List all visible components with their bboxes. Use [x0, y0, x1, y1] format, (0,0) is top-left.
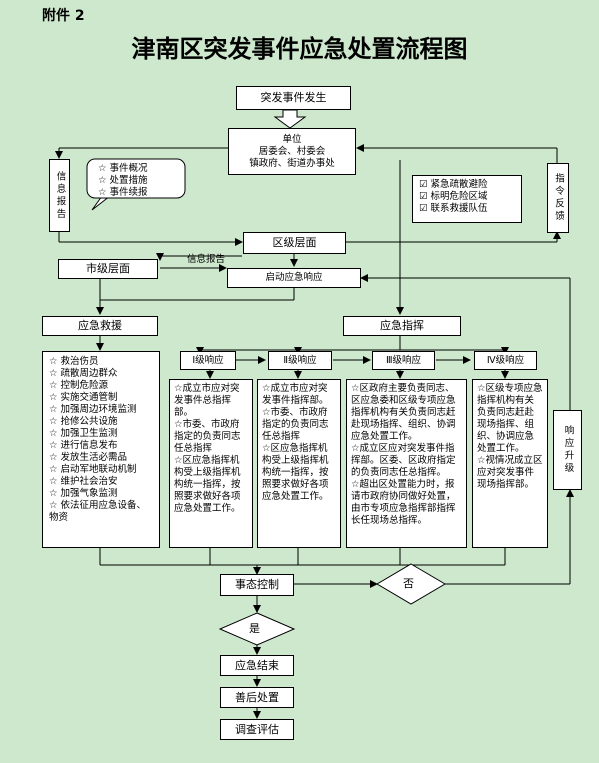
- yes-diamond: [218, 612, 296, 646]
- level-1-label: Ⅰ级响应: [180, 351, 236, 370]
- info-report-left-text: 信息报告: [54, 170, 66, 221]
- rescue-item: 加强卫生监测: [49, 428, 153, 440]
- hollow-arrow: [273, 109, 307, 129]
- start-response-box: 启动应急响应: [227, 268, 361, 288]
- measure-item: 联系救援队伍: [419, 203, 515, 215]
- rescue-item: 救治伤员: [49, 356, 153, 368]
- unit-line: 居委会、村委会: [258, 145, 326, 157]
- measure-item: 标明危险区域: [419, 191, 515, 203]
- no-label: 否: [403, 577, 414, 590]
- yes-label: 是: [249, 622, 260, 635]
- rescue-item: 维护社会治安: [49, 476, 153, 488]
- city-level-box: 市级层面: [58, 259, 158, 279]
- measures-box: 紧急疏散避险 标明危险区域 联系救援队伍: [412, 175, 522, 223]
- rescue-item: 依法征用应急设备、物资: [49, 500, 153, 524]
- report-item: 处置措施: [98, 175, 148, 187]
- page-title: 津南区突发事件应急处置流程图: [131, 34, 468, 63]
- rescue-item: 发放生活必需品: [49, 452, 153, 464]
- attachment-label: 附件 2: [42, 8, 85, 24]
- rescue-item: 抢修公共设施: [49, 416, 153, 428]
- no-diamond: [376, 563, 446, 605]
- aftermath-box: 善后处置: [220, 687, 294, 708]
- level-3-box: ☆区政府主要负责同志、区应急委和区级专项应急指挥机构有关负责同志赶赴现场指挥、组…: [346, 379, 467, 548]
- investigation-box: 调查评估: [220, 719, 294, 740]
- report-item: 事件概况: [98, 163, 148, 175]
- level-4-box: ☆区级专项应急指挥机构有关负责同志赶赴现场指挥、组织、协调应急处置工作。 ☆视情…: [472, 379, 548, 548]
- level-2-label: Ⅱ级响应: [268, 351, 332, 370]
- level-4-label: Ⅳ级响应: [474, 351, 537, 370]
- rescue-item: 启动军地联动机制: [49, 464, 153, 476]
- command-feedback-text: 指令反馈: [553, 173, 564, 223]
- event-occurs-box: 突发事件发生: [236, 86, 351, 110]
- rescue-item: 进行信息发布: [49, 440, 153, 452]
- rescue-item: 控制危险源: [49, 380, 153, 392]
- unit-line: 镇政府、街道办事处: [249, 157, 335, 169]
- end-response-box: 应急结束: [220, 655, 294, 676]
- command-feedback-box: 指令反馈: [547, 163, 569, 233]
- units-box: 单位 居委会、村委会 镇政府、街道办事处: [228, 128, 356, 175]
- rescue-item: 疏散周边群众: [49, 368, 153, 380]
- command-title-box: 应急指挥: [343, 316, 461, 336]
- unit-line: 单位: [282, 133, 302, 145]
- info-report-left-box: 信息报告: [49, 159, 70, 232]
- upgrade-text: 响应升级: [562, 425, 574, 475]
- rescue-item: 实施交通管制: [49, 392, 153, 404]
- situation-control-box: 事态控制: [220, 574, 294, 596]
- rescue-item: 加强周边环境监测: [49, 404, 153, 416]
- info-report-line-label: 信息报告: [187, 254, 226, 265]
- measure-item: 紧急疏散避险: [419, 179, 515, 191]
- upgrade-box: 响应升级: [553, 410, 582, 490]
- rescue-title-box: 应急救援: [42, 316, 158, 336]
- level-1-box: ☆成立市应对突发事件总指挥部。 ☆市委、市政府指定的负责同志任总指挥 ☆区应急指…: [169, 379, 253, 548]
- level-3-label: Ⅲ级响应: [372, 351, 435, 370]
- report-item: 事件续报: [98, 187, 148, 199]
- rescue-item: 加强气象监测: [49, 488, 153, 500]
- report-items: 事件概况 处置措施 事件续报: [98, 163, 148, 199]
- district-level-box: 区级层面: [243, 232, 346, 254]
- level-2-box: ☆成立市应对突发事件指挥部。 ☆市委、市政府指定的负责同志任总指挥 ☆区应急指挥…: [257, 379, 341, 548]
- rescue-list-box: 救治伤员 疏散周边群众 控制危险源 实施交通管制 加强周边环境监测 抢修公共设施…: [42, 351, 160, 548]
